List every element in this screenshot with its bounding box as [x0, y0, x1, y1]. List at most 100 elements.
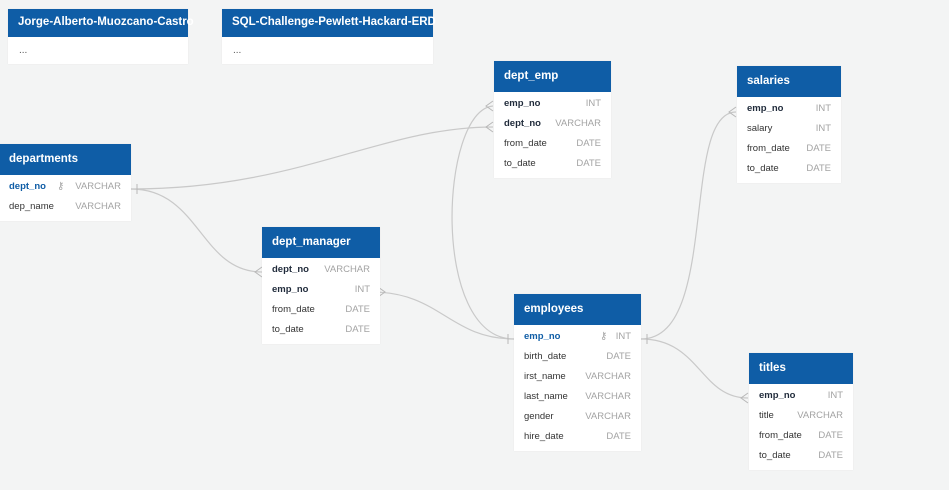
table-salaries[interactable]: salaries emp_no INT salary INT from_date…: [737, 66, 841, 183]
table-departments[interactable]: departments dept_no ⚷ VARCHAR dep_name V…: [0, 144, 131, 221]
rel-employees-salaries: [640, 111, 737, 340]
field-salaries-salary: salary INT: [737, 119, 841, 139]
field-name: gender: [524, 411, 554, 422]
field-titles-title: title VARCHAR: [749, 406, 853, 426]
table-titles[interactable]: titles emp_no INT title VARCHAR from_dat…: [749, 353, 853, 470]
field-departments-dept-no: dept_no ⚷ VARCHAR: [0, 177, 131, 197]
field-employees-first-name: irst_name VARCHAR: [514, 367, 641, 387]
field-type: INT: [815, 123, 831, 134]
field-dept-emp-emp-no: emp_no INT: [494, 94, 611, 114]
field-dept-emp-from-date: from_date DATE: [494, 134, 611, 154]
field-name: emp_no: [272, 284, 309, 295]
field-name: last_name: [524, 391, 568, 402]
rel-dept-manager-employees: [371, 291, 515, 340]
field-type: DATE: [345, 324, 370, 335]
field-salaries-to-date: to_date DATE: [737, 159, 841, 179]
field-name: dept_no: [272, 264, 309, 275]
field-salaries-emp-no: emp_no INT: [737, 99, 841, 119]
field-name: from_date: [747, 143, 790, 154]
field-type: VARCHAR: [324, 264, 370, 275]
table-employees-title: employees: [514, 294, 641, 325]
field-type: INT: [585, 98, 601, 109]
field-titles-to-date: to_date DATE: [749, 446, 853, 466]
field-type: VARCHAR: [585, 391, 631, 402]
field-name: birth_date: [524, 351, 567, 362]
field-type: INT: [815, 103, 831, 114]
field-name: title: [759, 410, 774, 421]
primary-key-icon: ⚷: [600, 331, 608, 342]
field-employees-gender: gender VARCHAR: [514, 407, 641, 427]
table-dept-emp-title: dept_emp: [494, 61, 611, 92]
field-name: emp_no: [747, 103, 784, 114]
field-type: DATE: [576, 158, 601, 169]
field-name: from_date: [504, 138, 547, 149]
field-type: DATE: [606, 431, 631, 442]
field-dept-manager-to-date: to_date DATE: [262, 320, 380, 340]
marker-many-dept-manager-emp-no: [377, 286, 386, 298]
field-name: dept_no: [504, 118, 541, 129]
marker-many-dept-emp-dept-no: [485, 121, 494, 133]
field-departments-dep-name: dep_name VARCHAR: [0, 197, 131, 217]
field-name: dep_name: [9, 201, 54, 212]
note-author-body: ...: [19, 45, 28, 56]
field-type: VARCHAR: [555, 118, 601, 129]
table-salaries-title: salaries: [737, 66, 841, 97]
field-type: DATE: [345, 304, 370, 315]
field-name: irst_name: [524, 371, 566, 382]
field-dept-emp-to-date: to_date DATE: [494, 154, 611, 174]
marker-many-titles: [740, 392, 749, 404]
field-name: salary: [747, 123, 773, 134]
field-type: DATE: [806, 143, 831, 154]
table-dept-manager[interactable]: dept_manager dept_no VARCHAR emp_no INT …: [262, 227, 380, 344]
field-dept-emp-dept-no: dept_no VARCHAR: [494, 114, 611, 134]
field-titles-emp-no: emp_no INT: [749, 386, 853, 406]
note-project-title: SQL-Challenge-Pewlett-Hackard-ERD: [222, 9, 436, 37]
field-name: emp_no: [504, 98, 541, 109]
field-type: VARCHAR: [75, 201, 121, 212]
field-name: emp_no: [524, 331, 561, 342]
rel-departments-dept-emp: [130, 126, 494, 190]
table-employees[interactable]: employees emp_no ⚷ INT birth_date DATE i…: [514, 294, 641, 451]
field-name: to_date: [504, 158, 536, 169]
marker-many-dept-emp-emp-no: [485, 100, 494, 112]
field-type: VARCHAR: [585, 371, 631, 382]
field-type: VARCHAR: [75, 181, 121, 192]
rel-employees-titles: [640, 338, 749, 399]
table-dept-manager-title: dept_manager: [262, 227, 380, 258]
field-name: dept_no: [9, 181, 46, 192]
rel-departments-dept-manager: [130, 188, 263, 273]
note-project[interactable]: SQL-Challenge-Pewlett-Hackard-ERD ...: [222, 9, 436, 64]
field-dept-manager-dept-no: dept_no VARCHAR: [262, 260, 380, 280]
rel-dept-emp-employees: [451, 105, 515, 340]
table-titles-title: titles: [749, 353, 853, 384]
field-type: INT: [827, 390, 843, 401]
field-dept-manager-emp-no: emp_no INT: [262, 280, 380, 300]
field-employees-birth-date: birth_date DATE: [514, 347, 641, 367]
field-type: DATE: [818, 450, 843, 461]
field-name: to_date: [272, 324, 304, 335]
field-name: to_date: [747, 163, 779, 174]
field-type: DATE: [576, 138, 601, 149]
field-type: INT: [354, 284, 370, 295]
field-name: hire_date: [524, 431, 564, 442]
field-titles-from-date: from_date DATE: [749, 426, 853, 446]
table-dept-emp[interactable]: dept_emp emp_no INT dept_no VARCHAR from…: [494, 61, 611, 178]
field-name: to_date: [759, 450, 791, 461]
field-name: from_date: [759, 430, 802, 441]
field-employees-emp-no: emp_no ⚷ INT: [514, 327, 641, 347]
field-type: DATE: [806, 163, 831, 174]
field-salaries-from-date: from_date DATE: [737, 139, 841, 159]
field-employees-last-name: last_name VARCHAR: [514, 387, 641, 407]
field-type: DATE: [818, 430, 843, 441]
field-employees-hire-date: hire_date DATE: [514, 427, 641, 447]
table-departments-title: departments: [0, 144, 131, 175]
field-dept-manager-from-date: from_date DATE: [262, 300, 380, 320]
primary-key-icon: ⚷: [57, 181, 65, 192]
field-type: VARCHAR: [797, 410, 843, 421]
marker-many-salaries: [728, 106, 737, 118]
marker-many-dept-manager-dept-no: [254, 266, 263, 278]
field-name: from_date: [272, 304, 315, 315]
note-author-title: Jorge-Alberto-Muozcano-Castro: [8, 9, 194, 37]
note-author[interactable]: Jorge-Alberto-Muozcano-Castro ...: [8, 9, 194, 64]
